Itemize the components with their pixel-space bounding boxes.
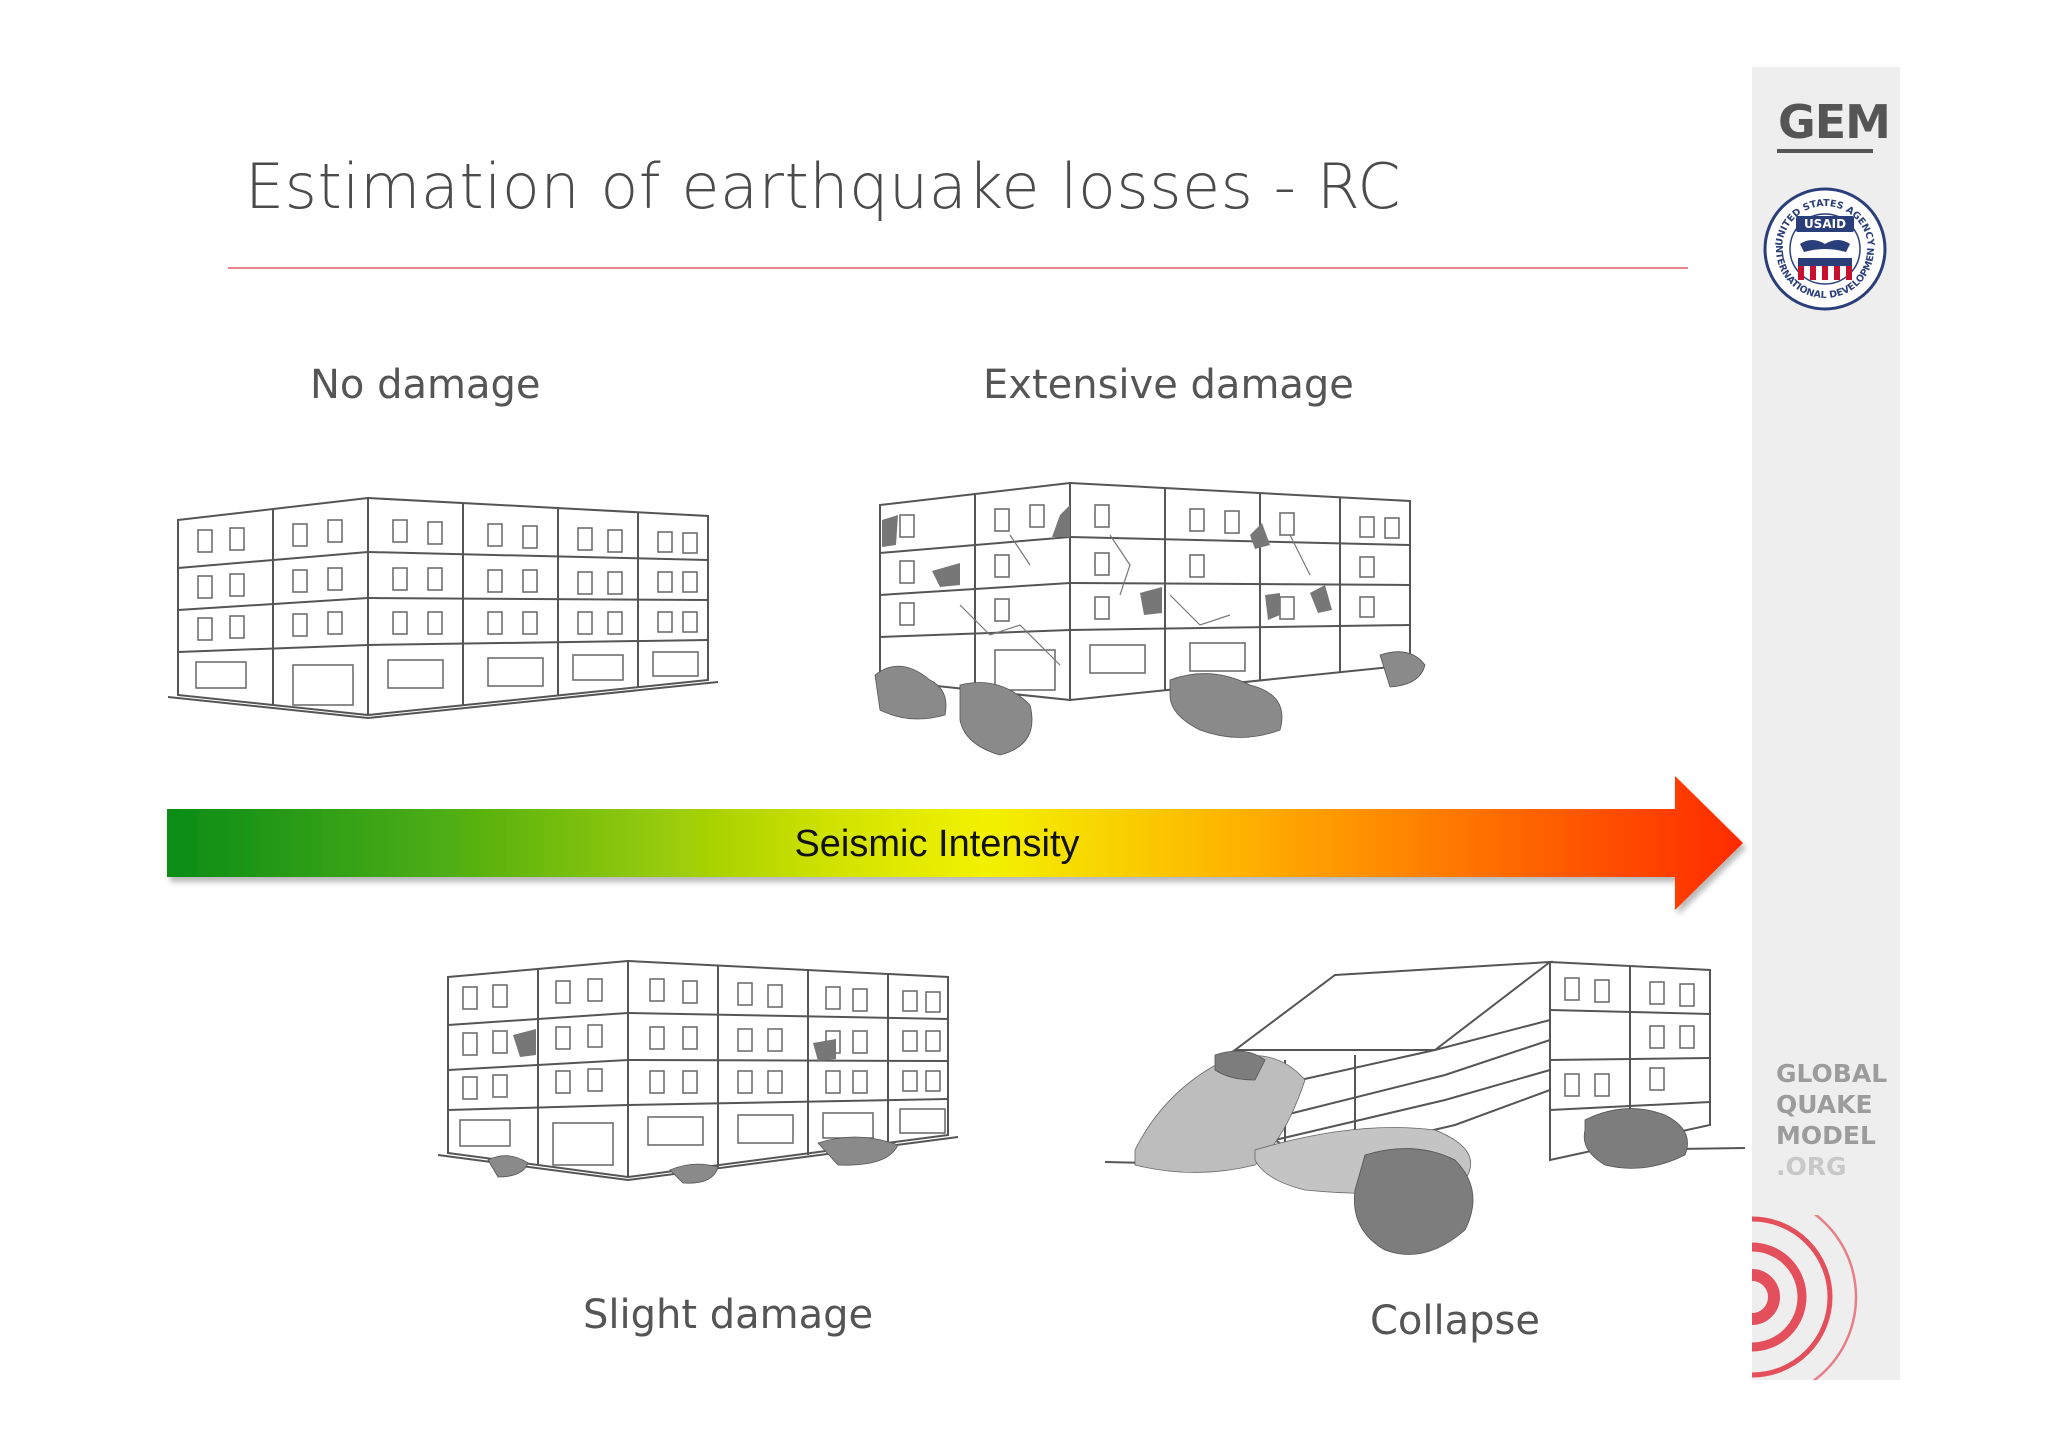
gqm-line-3: MODEL (1776, 1121, 1876, 1150)
label-slight-damage: Slight damage (583, 1292, 874, 1338)
arrow-label-wrap: Seismic Intensity (167, 823, 1707, 873)
building-no-damage-illustration (167, 496, 719, 719)
label-no-damage: No damage (310, 362, 541, 408)
building-collapse-illustration (1104, 960, 1746, 1255)
label-collapse: Collapse (1370, 1298, 1540, 1344)
gqm-line-2: QUAKE (1776, 1090, 1873, 1119)
slide-title: Estimation of earthquake losses - RC (245, 150, 1402, 223)
usaid-seal-icon: UNITED STATES AGENCY INTERNATIONAL DEVEL… (1759, 178, 1887, 311)
building-slight-damage-illustration (437, 959, 959, 1184)
usaid-text: USAID (1804, 217, 1846, 231)
gem-logo-underline (1777, 149, 1873, 153)
label-extensive-damage: Extensive damage (983, 362, 1354, 408)
gem-logo: GEM (1778, 95, 1891, 149)
building-extensive-damage-illustration (874, 481, 1426, 756)
title-underline (228, 267, 1688, 269)
gqm-line-1: GLOBAL (1776, 1059, 1888, 1088)
arrow-label: Seismic Intensity (794, 823, 1080, 865)
seismic-intensity-arrow (167, 776, 1743, 910)
seismic-rings-icon (1752, 1215, 1858, 1380)
global-quake-model-logo: GLOBAL QUAKE MODEL .ORG (1776, 1058, 1888, 1182)
gqm-line-4: .ORG (1776, 1152, 1847, 1181)
